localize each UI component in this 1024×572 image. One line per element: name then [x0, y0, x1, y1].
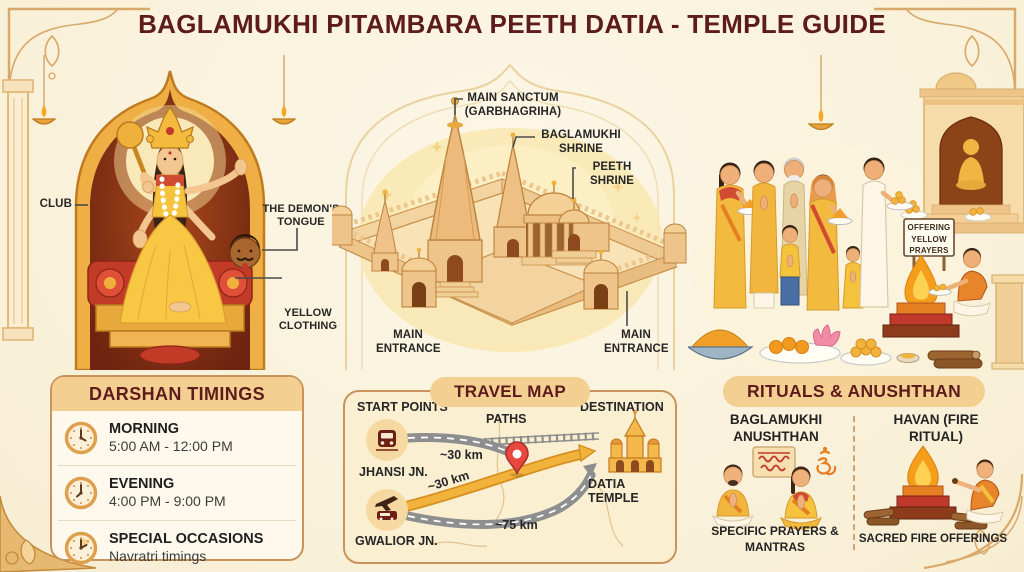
page-title: BAGLAMUKHI PITAMBARA PEETH DATIA - TEMPL…	[138, 9, 886, 39]
deity-label-club: CLUB	[39, 198, 72, 210]
priest-figure	[928, 248, 991, 317]
travel-col-start-points: START POINTS	[357, 400, 448, 414]
temple-icon	[608, 410, 662, 473]
darshan-special-time: Navratri timings	[109, 548, 207, 565]
temple-label-main-sanctum: MAIN SANCTUM (GARBHAGRIHA)	[464, 92, 562, 118]
devotee-family	[713, 157, 914, 311]
darshan-row-morning: MORNING 5:00 AM - 12:00 PM	[58, 411, 296, 466]
hanging-diya-icon	[807, 55, 835, 131]
mantra-tablet	[752, 446, 796, 478]
deity-figure	[116, 105, 248, 324]
hanging-diya-icon	[31, 55, 57, 125]
deity-label-demon-tongue: THE DEMON'S TONGUE	[262, 203, 340, 228]
shrine-structure	[900, 72, 1024, 234]
darshan-timings-header: DARSHAN TIMINGS	[52, 377, 302, 411]
peeth-shrine-tower	[551, 197, 610, 264]
clock-icon	[64, 476, 98, 510]
corner-ornament-bottom-right	[923, 474, 1024, 570]
hanging-diya-icon	[271, 55, 297, 125]
travel-distance-gwalior: ~75 km	[495, 518, 538, 532]
darshan-row-evening: EVENING 4:00 PM - 9:00 PM	[58, 466, 296, 521]
temple-complex-illustration	[329, 63, 687, 370]
rituals-section: RITUALS & ANUSHTHAN BAGLAMUKHI ANUSHTHAN…	[698, 374, 1010, 564]
road-direct-yellow	[402, 443, 597, 512]
havan-fire-icon	[889, 445, 957, 520]
baglamukhi-deity-illustration	[31, 55, 298, 372]
deity-illustration-section: CLUB THE DEMON'S TONGUE YELLOW CLOTHING	[30, 55, 342, 372]
demon-head	[229, 234, 261, 273]
darshan-timings-panel: DARSHAN TIMINGS MORNING 5:00 AM - 12:00 …	[50, 375, 304, 564]
darshan-row-special: SPECIAL OCCASIONS Navratri timings	[52, 521, 302, 572]
praying-man	[711, 464, 755, 528]
havan-priest	[952, 459, 1004, 524]
rituals-right-title: HAVAN (FIRE RITUAL)	[893, 412, 979, 444]
offering-sign-text: OFFERING YELLOW PRAYERS	[907, 223, 951, 256]
havan-illustration	[863, 445, 1004, 530]
road-jhansi	[403, 433, 518, 459]
darshan-morning-time: 5:00 AM - 12:00 PM	[109, 438, 233, 455]
train-icon	[366, 419, 408, 461]
main-entrance-gate-right	[583, 249, 619, 310]
travel-station-gwalior: GWALIOR JN.	[355, 534, 438, 548]
om-icon	[816, 446, 837, 476]
temple-label-peeth-shrine: PEETH SHRINE	[589, 161, 635, 187]
rituals-left-title: BAGLAMUKHI ANUSHTHAN	[729, 412, 823, 444]
temple-complex-section: MAIN SANCTUM (GARBHAGRIHA) BAGLAMUKHI SH…	[329, 55, 688, 370]
pillar-decoration-right	[991, 274, 1024, 370]
main-entrance-gate-left	[401, 247, 437, 308]
corner-ornament-bottom-left	[0, 495, 97, 572]
label-connectors	[75, 204, 298, 279]
temple-label-main-entrance-left: MAIN ENTRANCE	[376, 329, 441, 355]
temple-label-main-entrance-right: MAIN ENTRANCE	[604, 329, 669, 355]
travel-distance-jhansi: ~30 km	[440, 448, 483, 462]
corner-tower	[329, 205, 687, 264]
pillar-decoration-left	[2, 79, 34, 341]
devotees-offering-illustration	[686, 55, 1024, 385]
praying-woman	[779, 466, 823, 530]
label-connectors	[454, 98, 628, 326]
deity-label-yellow-clothing: YELLOW CLOTHING	[278, 307, 338, 332]
rituals-header: RITUALS & ANUSHTHAN	[722, 376, 986, 407]
rituals-right-caption: SACRED FIRE OFFERINGS	[858, 533, 1008, 545]
corner-ornament-top-right	[874, 7, 1017, 118]
plane-and-train-icon	[366, 489, 408, 531]
anushthan-illustration	[711, 446, 837, 530]
offering-scene-section: OFFERING YELLOW PRAYERS	[686, 55, 1024, 385]
darshan-morning-title: MORNING	[109, 421, 180, 438]
small-shrine-left	[371, 189, 399, 272]
temple-label-baglamukhi-shrine: BAGLAMUKHI SHRINE	[541, 129, 621, 155]
travel-map-header: TRAVEL MAP	[430, 377, 590, 407]
main-sanctum-tower	[427, 97, 483, 298]
clock-icon	[64, 421, 98, 455]
darshan-evening-time: 4:00 PM - 9:00 PM	[109, 493, 226, 510]
rituals-divider	[853, 416, 855, 550]
location-pin-icon	[505, 441, 529, 477]
travel-map-graphic	[366, 410, 662, 547]
travel-destination-name: DATIA TEMPLE	[588, 477, 639, 505]
rituals-left-caption: SPECIFIC PRAYERS & MANTRAS	[711, 524, 839, 554]
road-gwalior	[403, 463, 597, 529]
baglamukhi-shrine-tower	[493, 132, 533, 258]
map-background-lines	[432, 413, 624, 547]
clock-icon	[64, 531, 98, 565]
travel-map-panel: TRAVEL MAP	[343, 377, 677, 564]
travel-col-destination: DESTINATION	[580, 400, 664, 414]
sparkles	[381, 141, 642, 223]
darshan-evening-title: EVENING	[109, 476, 175, 493]
wall-crenellation	[338, 170, 677, 309]
travel-station-jhansi: JHANSI JN.	[359, 465, 428, 479]
travel-col-paths: PATHS	[486, 412, 527, 426]
railway-track	[483, 432, 600, 446]
darshan-special-title: SPECIAL OCCASIONS	[109, 531, 264, 548]
offering-items	[686, 324, 983, 369]
